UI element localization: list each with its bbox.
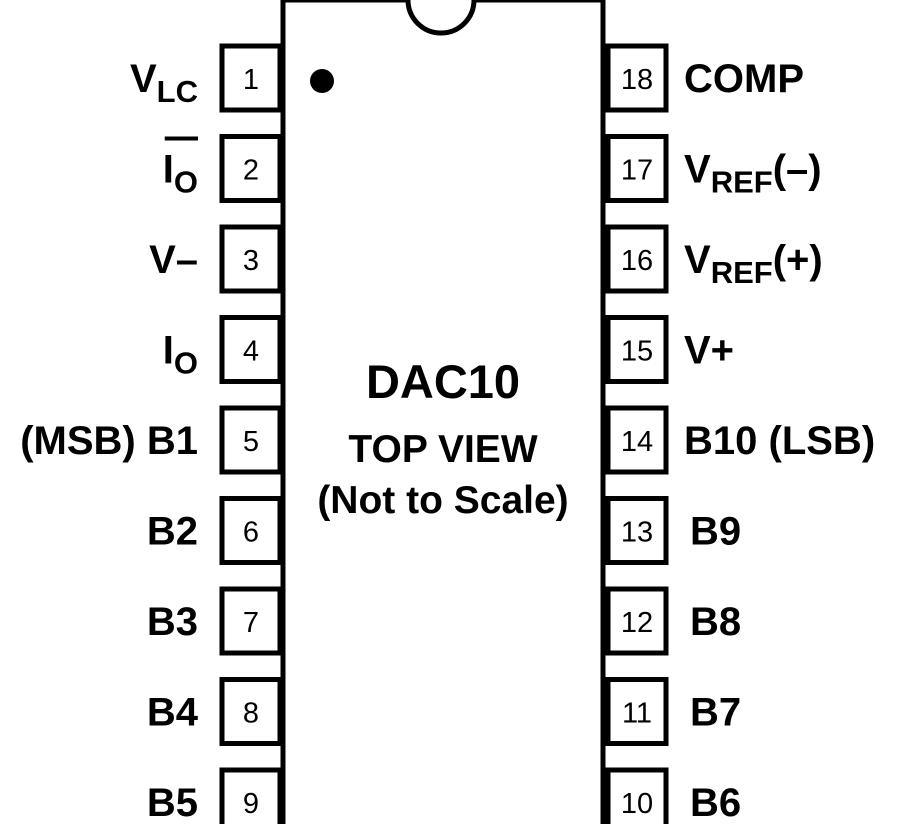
pin-number: 4	[243, 336, 259, 368]
pin-label: IO	[163, 148, 198, 200]
pin-4: 4 IO	[163, 315, 283, 384]
pin-label: B3	[147, 600, 198, 644]
pin-5: 5 (MSB) B1	[20, 405, 283, 475]
pin-number: 8	[243, 698, 259, 730]
pin-label: B6	[690, 781, 741, 824]
pin-18: 18 COMP	[605, 43, 804, 113]
pin-box	[605, 405, 669, 475]
pin-box	[219, 677, 283, 746]
chip-body	[280, 0, 606, 824]
pin-label: B8	[690, 600, 741, 644]
chip-scale-note: (Not to Scale)	[317, 479, 568, 522]
pin-box	[605, 43, 669, 113]
pin-box	[605, 496, 669, 565]
pin-box	[219, 43, 283, 113]
pin-label: V–	[149, 238, 198, 282]
chip-part-number: DAC10	[366, 355, 520, 408]
pin-box	[605, 315, 669, 384]
pin-number: 3	[243, 245, 259, 277]
pin-number: 18	[621, 64, 653, 96]
pin-14: 14 B10 (LSB)	[605, 405, 875, 475]
pin-17: 17 VREF(–)	[605, 134, 822, 203]
pin-box	[219, 315, 283, 384]
pin-number: 15	[621, 336, 653, 368]
pin-label: VLC	[130, 57, 198, 109]
pin-number: 16	[621, 245, 653, 277]
pin-box	[605, 224, 669, 294]
pin-number: 5	[243, 426, 259, 458]
pin-label: B5	[147, 781, 198, 824]
pin-box	[219, 586, 283, 656]
pin-box	[219, 134, 283, 203]
pin-number: 6	[243, 517, 259, 549]
chip-view-label: TOP VIEW	[348, 428, 537, 471]
pin-label: COMP	[684, 57, 804, 101]
pin-label: B2	[147, 510, 198, 554]
pin-11: 11 B7	[605, 677, 741, 746]
pin-box	[605, 134, 669, 203]
pin-number: 10	[621, 788, 653, 820]
pin-16: 16 VREF(+)	[605, 224, 823, 294]
pin-1: 1 VLC	[130, 43, 283, 113]
pin-label: VREF(+)	[684, 238, 823, 290]
pin-3: 3 V–	[149, 224, 283, 294]
pin-2: 2 IO	[163, 134, 283, 203]
pin-box	[219, 767, 283, 824]
pin-7: 7 B3	[147, 586, 283, 656]
pin1-indicator-dot	[310, 69, 334, 93]
pin-box	[219, 405, 283, 475]
pin-13: 13 B9	[605, 496, 741, 565]
pin-number: 17	[621, 155, 653, 187]
pin-8: 8 B4	[147, 677, 283, 746]
pin-box	[605, 677, 669, 746]
pin-number: 9	[243, 788, 259, 820]
pin-12: 12 B8	[605, 586, 741, 656]
pin-number: 7	[243, 607, 259, 639]
pin-10: 10 B6	[605, 767, 741, 824]
pin-box	[605, 767, 669, 824]
pin-label: B9	[690, 510, 741, 554]
pin-box	[605, 586, 669, 656]
pin-9: 9 B5	[147, 767, 283, 824]
pin-number: 13	[621, 517, 653, 549]
pin-label: B7	[690, 691, 741, 735]
pin-6: 6 B2	[147, 496, 283, 565]
pin-box	[219, 496, 283, 565]
pin-number: 1	[243, 64, 259, 96]
pin-box	[219, 224, 283, 294]
pin-label: B4	[147, 691, 199, 735]
pin-number: 12	[621, 607, 653, 639]
pin-15: 15 V+	[605, 315, 734, 384]
pin-number: 14	[621, 426, 653, 458]
pin-label: V+	[684, 329, 734, 373]
pin-label: VREF(–)	[684, 148, 822, 200]
pin-number: 2	[243, 155, 259, 187]
pin-number: 11	[622, 698, 652, 730]
pin-label: IO	[163, 329, 198, 381]
pin-label: B10 (LSB)	[684, 419, 875, 463]
pin-label: (MSB) B1	[20, 419, 198, 463]
